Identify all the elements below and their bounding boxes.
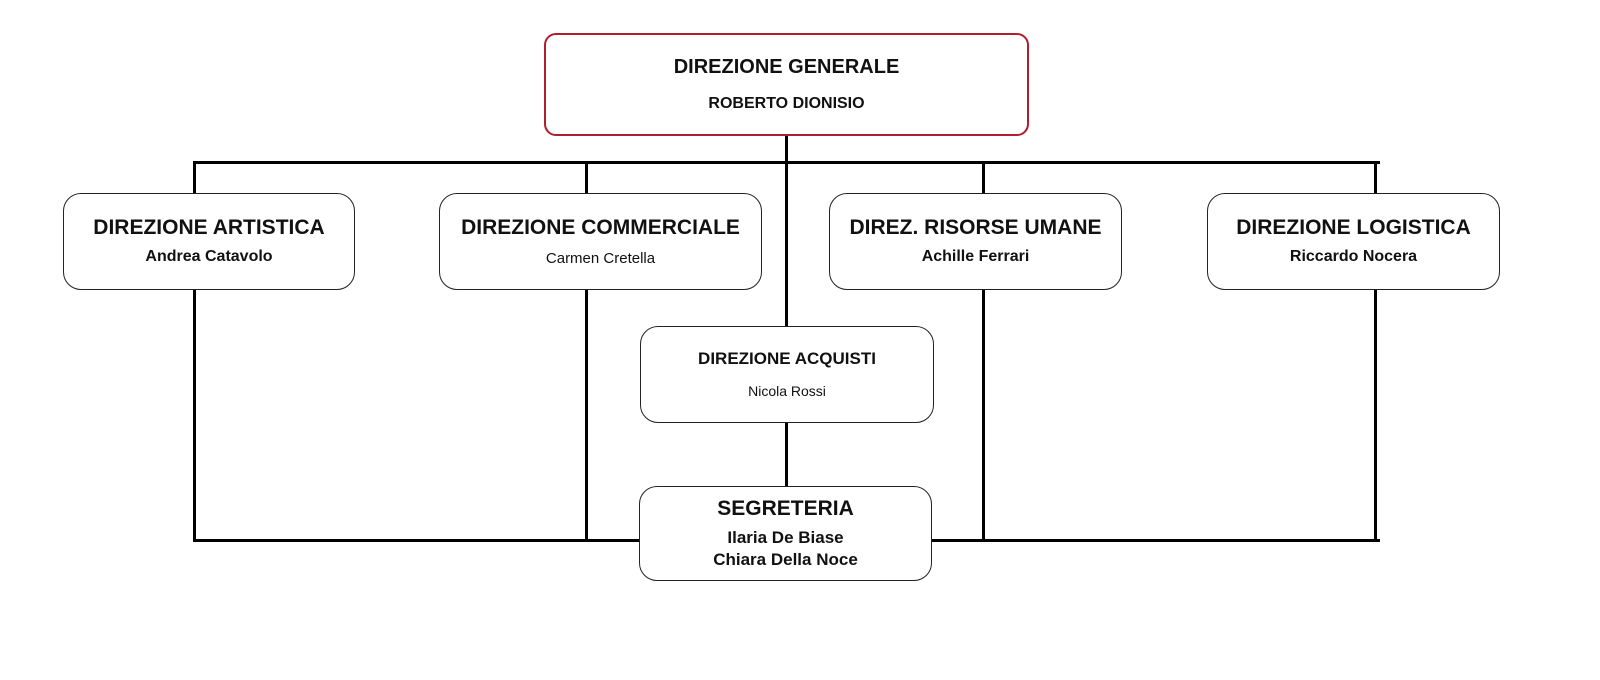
box-person: Nicola Rossi bbox=[748, 383, 826, 400]
box-title: DIREZIONE COMMERCIALE bbox=[461, 215, 740, 239]
connector-artistica bbox=[193, 161, 196, 542]
box-direzione-commerciale: DIREZIONE COMMERCIALE Carmen Cretella bbox=[439, 193, 762, 290]
box-title: DIREZ. RISORSE UMANE bbox=[849, 215, 1102, 239]
box-direzione-artistica: DIREZIONE ARTISTICA Andrea Catavolo bbox=[63, 193, 355, 290]
box-title: DIREZIONE ARTISTICA bbox=[93, 215, 325, 239]
connector-risorse-umane bbox=[982, 161, 985, 542]
box-segreteria: SEGRETERIA Ilaria De Biase Chiara Della … bbox=[639, 486, 932, 581]
box-direzione-acquisti: DIREZIONE ACQUISTI Nicola Rossi bbox=[640, 326, 934, 423]
box-person: Ilaria De Biase bbox=[727, 527, 844, 547]
box-person: Riccardo Nocera bbox=[1289, 248, 1418, 266]
box-title: DIREZIONE GENERALE bbox=[673, 55, 900, 78]
box-title: DIREZIONE LOGISTICA bbox=[1236, 215, 1471, 239]
box-title: SEGRETERIA bbox=[717, 497, 854, 521]
connector-acquisti-segreteria bbox=[785, 422, 788, 488]
box-direzione-logistica: DIREZIONE LOGISTICA Riccardo Nocera bbox=[1207, 193, 1500, 290]
connector-logistica bbox=[1374, 161, 1377, 542]
box-person: Carmen Cretella bbox=[545, 249, 656, 267]
connector-commerciale bbox=[585, 161, 588, 542]
box-direzione-risorse-umane: DIREZ. RISORSE UMANE Achille Ferrari bbox=[829, 193, 1122, 290]
box-person: Chiara Della Noce bbox=[713, 549, 858, 569]
box-person: ROBERTO DIONISIO bbox=[708, 94, 865, 112]
box-person: Achille Ferrari bbox=[921, 248, 1030, 266]
box-direzione-generale: DIREZIONE GENERALE ROBERTO DIONISIO bbox=[544, 33, 1029, 136]
connector-main-trunk bbox=[785, 134, 788, 328]
box-title: DIREZIONE ACQUISTI bbox=[698, 349, 876, 369]
box-person: Andrea Catavolo bbox=[145, 248, 273, 266]
